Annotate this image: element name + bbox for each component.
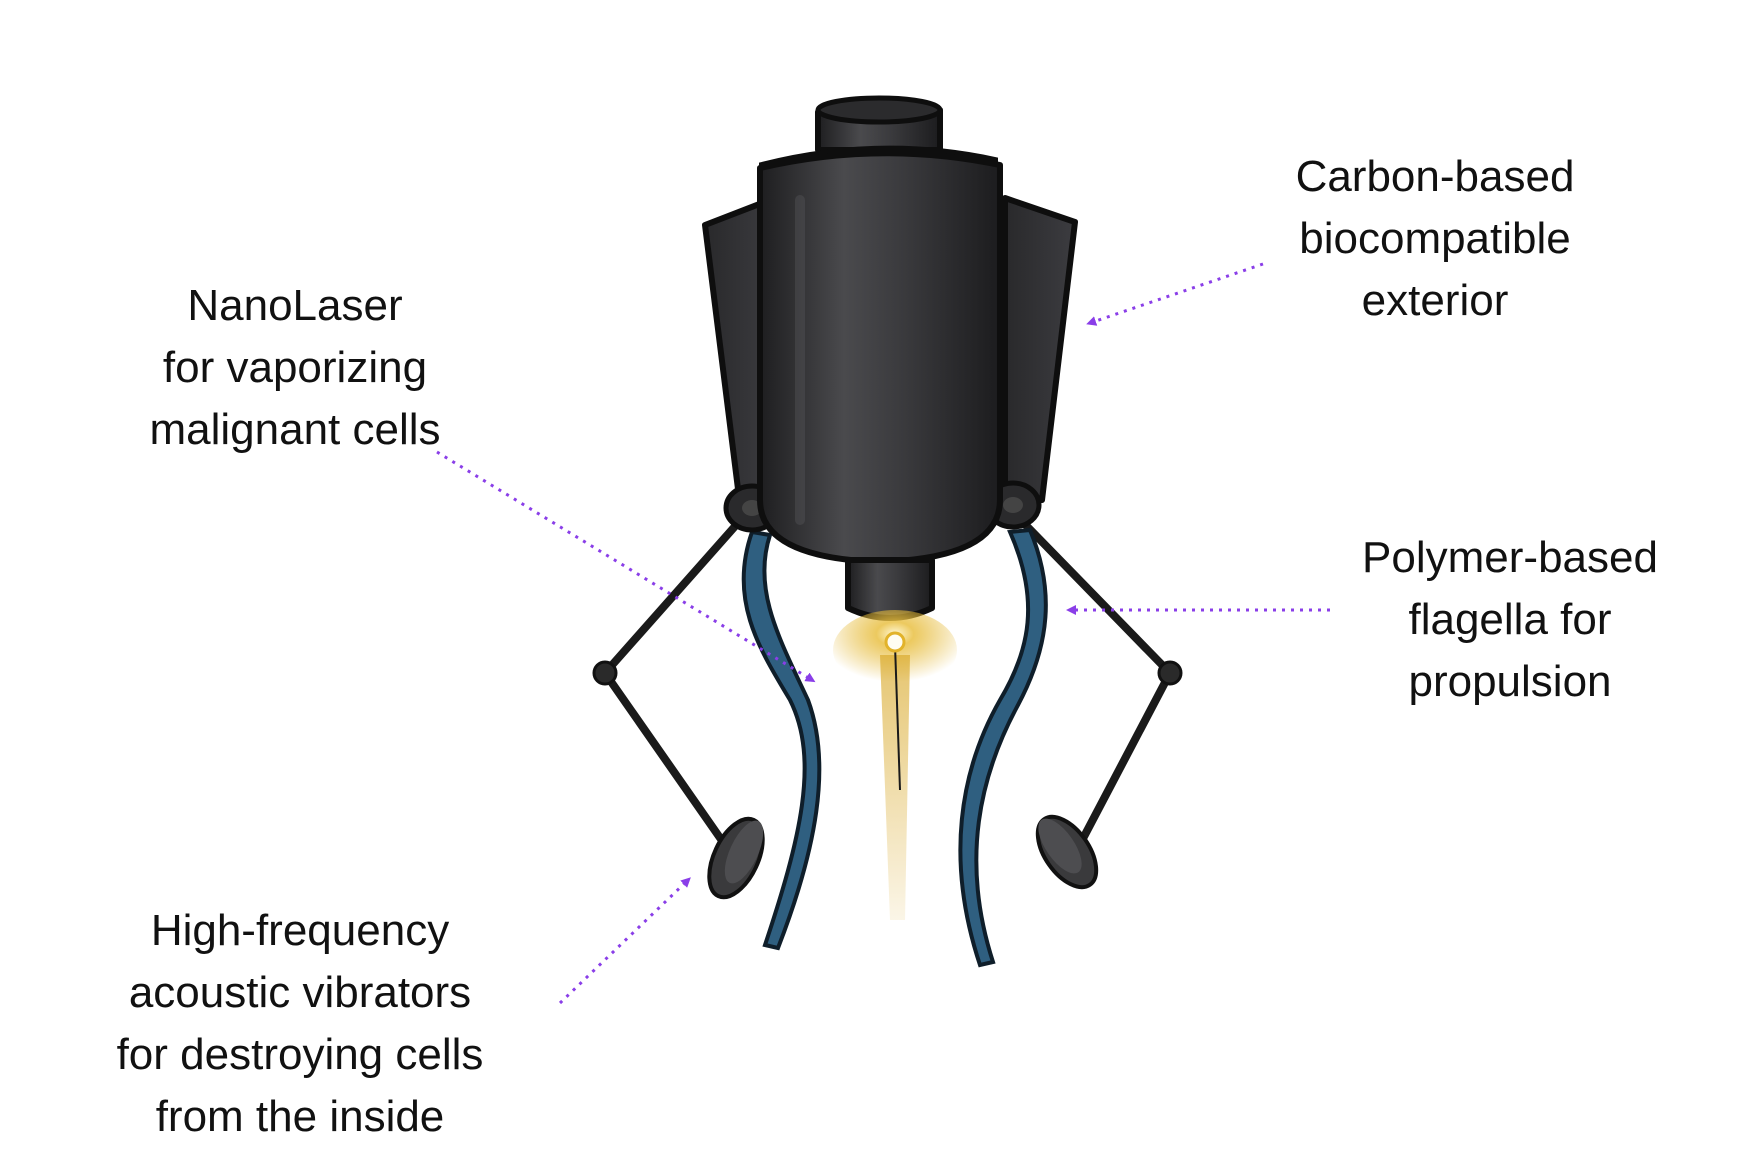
callout-line: acoustic vibrators xyxy=(128,968,472,1017)
callout-line: High-frequency xyxy=(150,906,450,955)
callout-line: for destroying cells xyxy=(116,1030,484,1079)
callout-line: NanoLaser xyxy=(187,281,403,330)
callout-line: exterior xyxy=(1361,276,1509,325)
laser-emitter-point xyxy=(884,631,906,653)
callout-line: Polymer-based xyxy=(1362,533,1658,582)
exterior-callout: Carbon-based biocompatible exterior xyxy=(1220,146,1650,332)
callout-line: from the inside xyxy=(155,1092,445,1141)
left-elbow-joint xyxy=(592,660,618,686)
laser-nozzle xyxy=(845,557,935,621)
callout-line: Carbon-based xyxy=(1295,152,1575,201)
left-acoustic-vibrator xyxy=(707,816,765,900)
main-body-cylinder xyxy=(757,150,1003,565)
pointer-arrows xyxy=(436,262,1330,1005)
right-elbow-joint xyxy=(1157,660,1183,686)
robot-arms xyxy=(601,508,1174,852)
callout-line: propulsion xyxy=(1408,657,1612,706)
right-acoustic-vibrator xyxy=(1035,814,1099,890)
nanolaser-callout: NanoLaser for vaporizing malignant cells xyxy=(85,275,505,461)
laser-pointer-arrow xyxy=(436,450,816,683)
left-flagellum xyxy=(741,529,822,951)
nanolaser-beam xyxy=(833,610,957,920)
vibrators-callout: High-frequency acoustic vibrators for de… xyxy=(40,900,560,1148)
right-flagellum xyxy=(958,527,1048,968)
flagella-callout: Polymer-based flagella for propulsion xyxy=(1290,527,1730,713)
exterior-pointer-arrow xyxy=(1086,262,1264,326)
callout-line: malignant cells xyxy=(149,405,441,454)
vibrator-pointer-arrow xyxy=(558,877,691,1005)
callout-line: flagella for xyxy=(1408,595,1612,644)
callout-line: for vaporizing xyxy=(162,343,428,392)
callout-line: biocompatible xyxy=(1299,214,1571,263)
right-side-panel xyxy=(1002,195,1078,503)
